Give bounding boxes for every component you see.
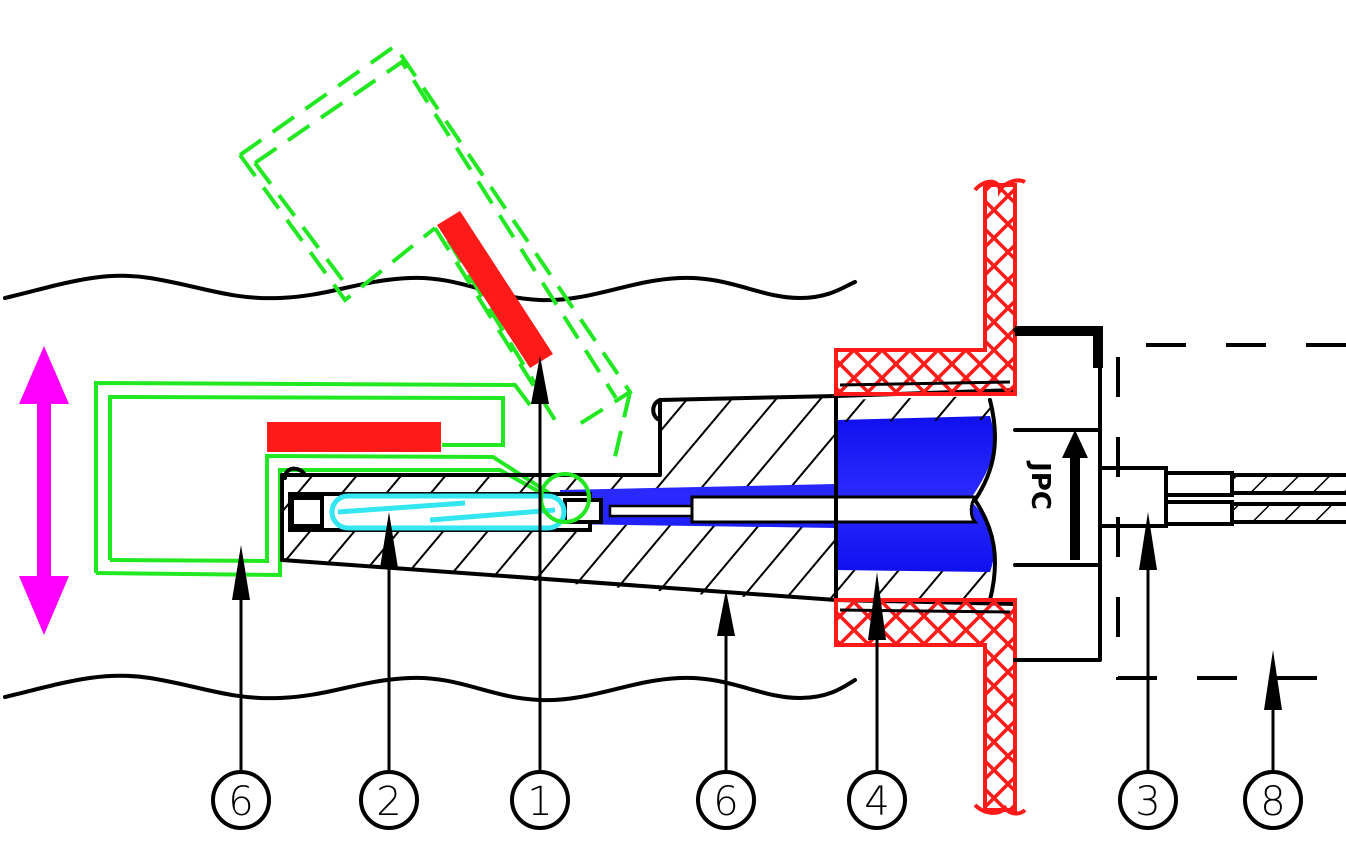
float-lever-raised-position <box>238 43 633 471</box>
break-line-bottom <box>3 673 857 703</box>
svg-text:6: 6 <box>713 779 738 825</box>
svg-text:2: 2 <box>376 779 401 825</box>
callout-3: 3 <box>1118 770 1178 830</box>
callout-1: 1 <box>510 770 570 830</box>
cable <box>1230 473 1346 524</box>
connector-housing: JPC <box>1013 326 1103 662</box>
break-line-top <box>3 273 857 303</box>
callout-6-right: 6 <box>696 770 756 830</box>
external-device-outline <box>1116 343 1346 680</box>
svg-text:6: 6 <box>228 779 253 825</box>
leader-arrows <box>232 356 1282 775</box>
housing-label: JPC <box>1025 460 1055 510</box>
motion-arrow-icon <box>19 346 69 635</box>
callout-6-left: 6 <box>211 770 271 830</box>
potting-compound <box>560 416 994 572</box>
magnet-raised <box>437 211 553 368</box>
magnet-lower <box>267 422 441 452</box>
tank-wall-section <box>834 178 1027 816</box>
callout-8: 8 <box>1243 770 1303 830</box>
svg-text:4: 4 <box>864 779 889 825</box>
callout-2: 2 <box>359 770 419 830</box>
svg-text:1: 1 <box>527 779 552 825</box>
svg-text:3: 3 <box>1135 779 1160 825</box>
svg-text:8: 8 <box>1260 779 1285 825</box>
reed-switch-tube <box>329 493 567 531</box>
callout-4: 4 <box>847 770 907 830</box>
